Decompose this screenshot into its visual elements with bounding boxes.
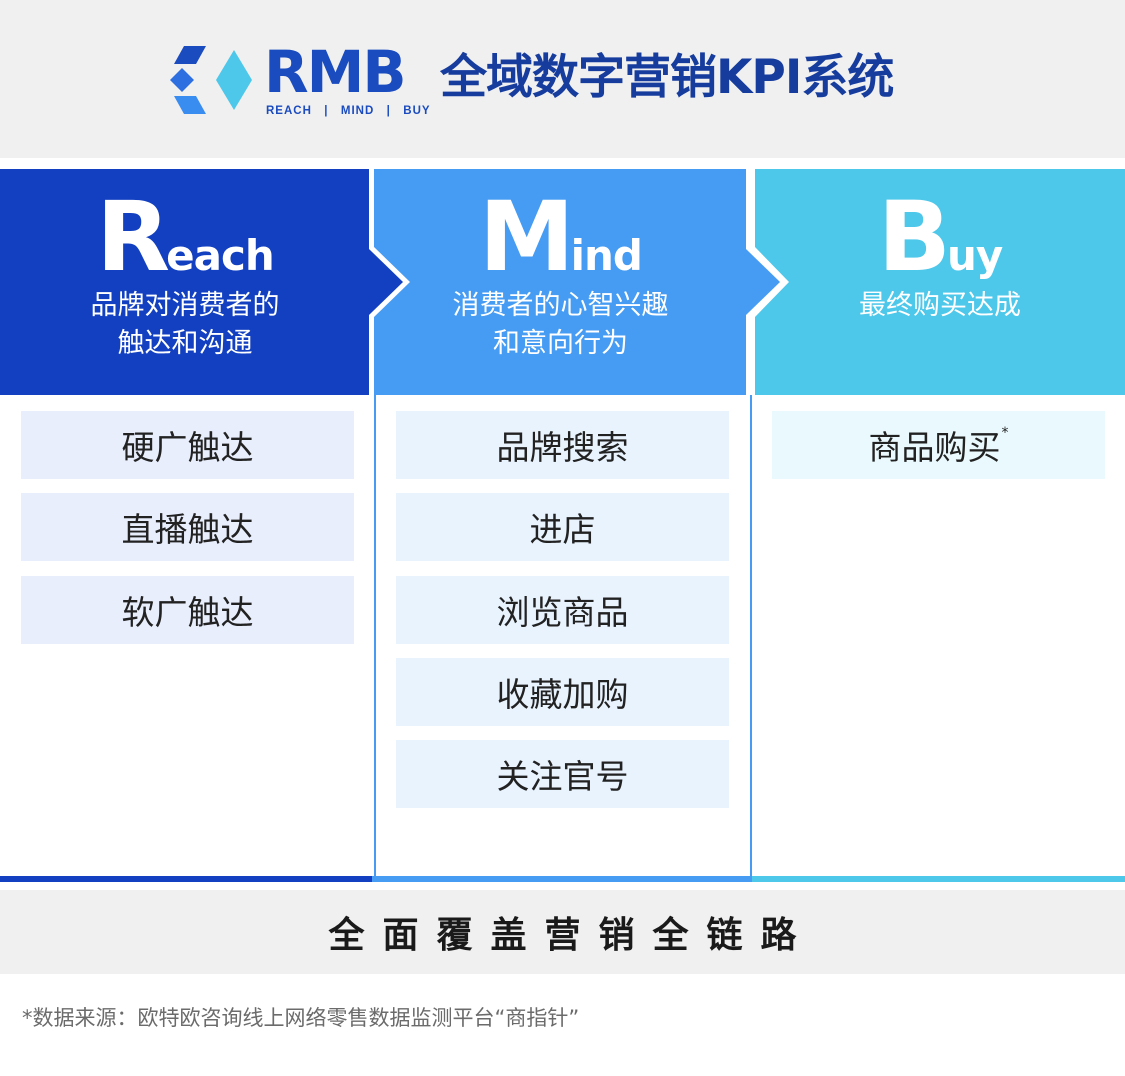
reach-bottom-bar bbox=[0, 876, 372, 882]
mind-subtitle: 消费者的心智兴趣 和意向行为 bbox=[374, 287, 747, 363]
reach-panel: Reach 品牌对消费者的 触达和沟通 bbox=[0, 169, 370, 395]
footer-banner: 全面覆盖营销全链路 bbox=[0, 890, 1125, 974]
buy-heading: Buy bbox=[755, 189, 1125, 285]
page-title: 全域数字营销KPI系统 bbox=[440, 50, 894, 105]
buy-item-label: 商品购买 bbox=[868, 428, 1001, 467]
buy-bottom-bar bbox=[752, 876, 1125, 882]
buy-subtitle-line1: 最终购买达成 bbox=[859, 290, 1021, 321]
footer-text: 全面覆盖营销全链路 bbox=[328, 915, 815, 956]
mind-subtitle-line1: 消费者的心智兴趣 bbox=[452, 290, 669, 321]
reach-heading: Reach bbox=[0, 189, 370, 285]
mind-item-5: 关注官号 bbox=[396, 740, 729, 808]
reach-subtitle-line2: 触达和沟通 bbox=[117, 328, 253, 359]
buy-panel: Buy 最终购买达成 bbox=[755, 169, 1125, 395]
reach-subtitle-line1: 品牌对消费者的 bbox=[90, 290, 280, 321]
header: RMB REACH | MIND | BUY 全域数字营销KPI系统 bbox=[0, 0, 1125, 158]
mind-initial: M bbox=[479, 181, 575, 293]
brand-tagline: REACH | MIND | BUY bbox=[266, 105, 431, 117]
mind-bottom-bar bbox=[372, 876, 752, 882]
footnote-marker: * bbox=[1001, 425, 1009, 441]
mind-item-4: 收藏加购 bbox=[396, 658, 729, 726]
reach-item-1: 硬广触达 bbox=[21, 411, 354, 479]
reach-subtitle: 品牌对消费者的 触达和沟通 bbox=[0, 287, 370, 363]
chevron-right-icon bbox=[746, 169, 789, 395]
mind-column-frame bbox=[374, 395, 752, 876]
reach-rest: each bbox=[166, 231, 275, 280]
mind-panel: Mind 消费者的心智兴趣 和意向行为 bbox=[374, 169, 747, 395]
reach-item-2: 直播触达 bbox=[21, 493, 354, 561]
reach-initial: R bbox=[96, 181, 170, 293]
buy-subtitle: 最终购买达成 bbox=[755, 287, 1125, 325]
mind-heading: Mind bbox=[374, 189, 747, 285]
source-note: *数据来源：欧特欧咨询线上网络零售数据监测平台“商指针” bbox=[22, 1006, 580, 1030]
mind-rest: ind bbox=[570, 231, 643, 280]
mind-item-2: 进店 bbox=[396, 493, 729, 561]
buy-initial: B bbox=[877, 181, 951, 293]
buy-item-1: 商品购买* bbox=[772, 411, 1105, 479]
mind-item-1: 品牌搜索 bbox=[396, 411, 729, 479]
brand-name: RMB bbox=[264, 38, 407, 106]
buy-rest: uy bbox=[946, 231, 1003, 280]
mind-item-3: 浏览商品 bbox=[396, 576, 729, 644]
rmb-logo-icon bbox=[170, 46, 252, 114]
reach-item-3: 软广触达 bbox=[21, 576, 354, 644]
chevron-right-icon bbox=[369, 169, 410, 395]
mind-subtitle-line2: 和意向行为 bbox=[493, 328, 628, 359]
